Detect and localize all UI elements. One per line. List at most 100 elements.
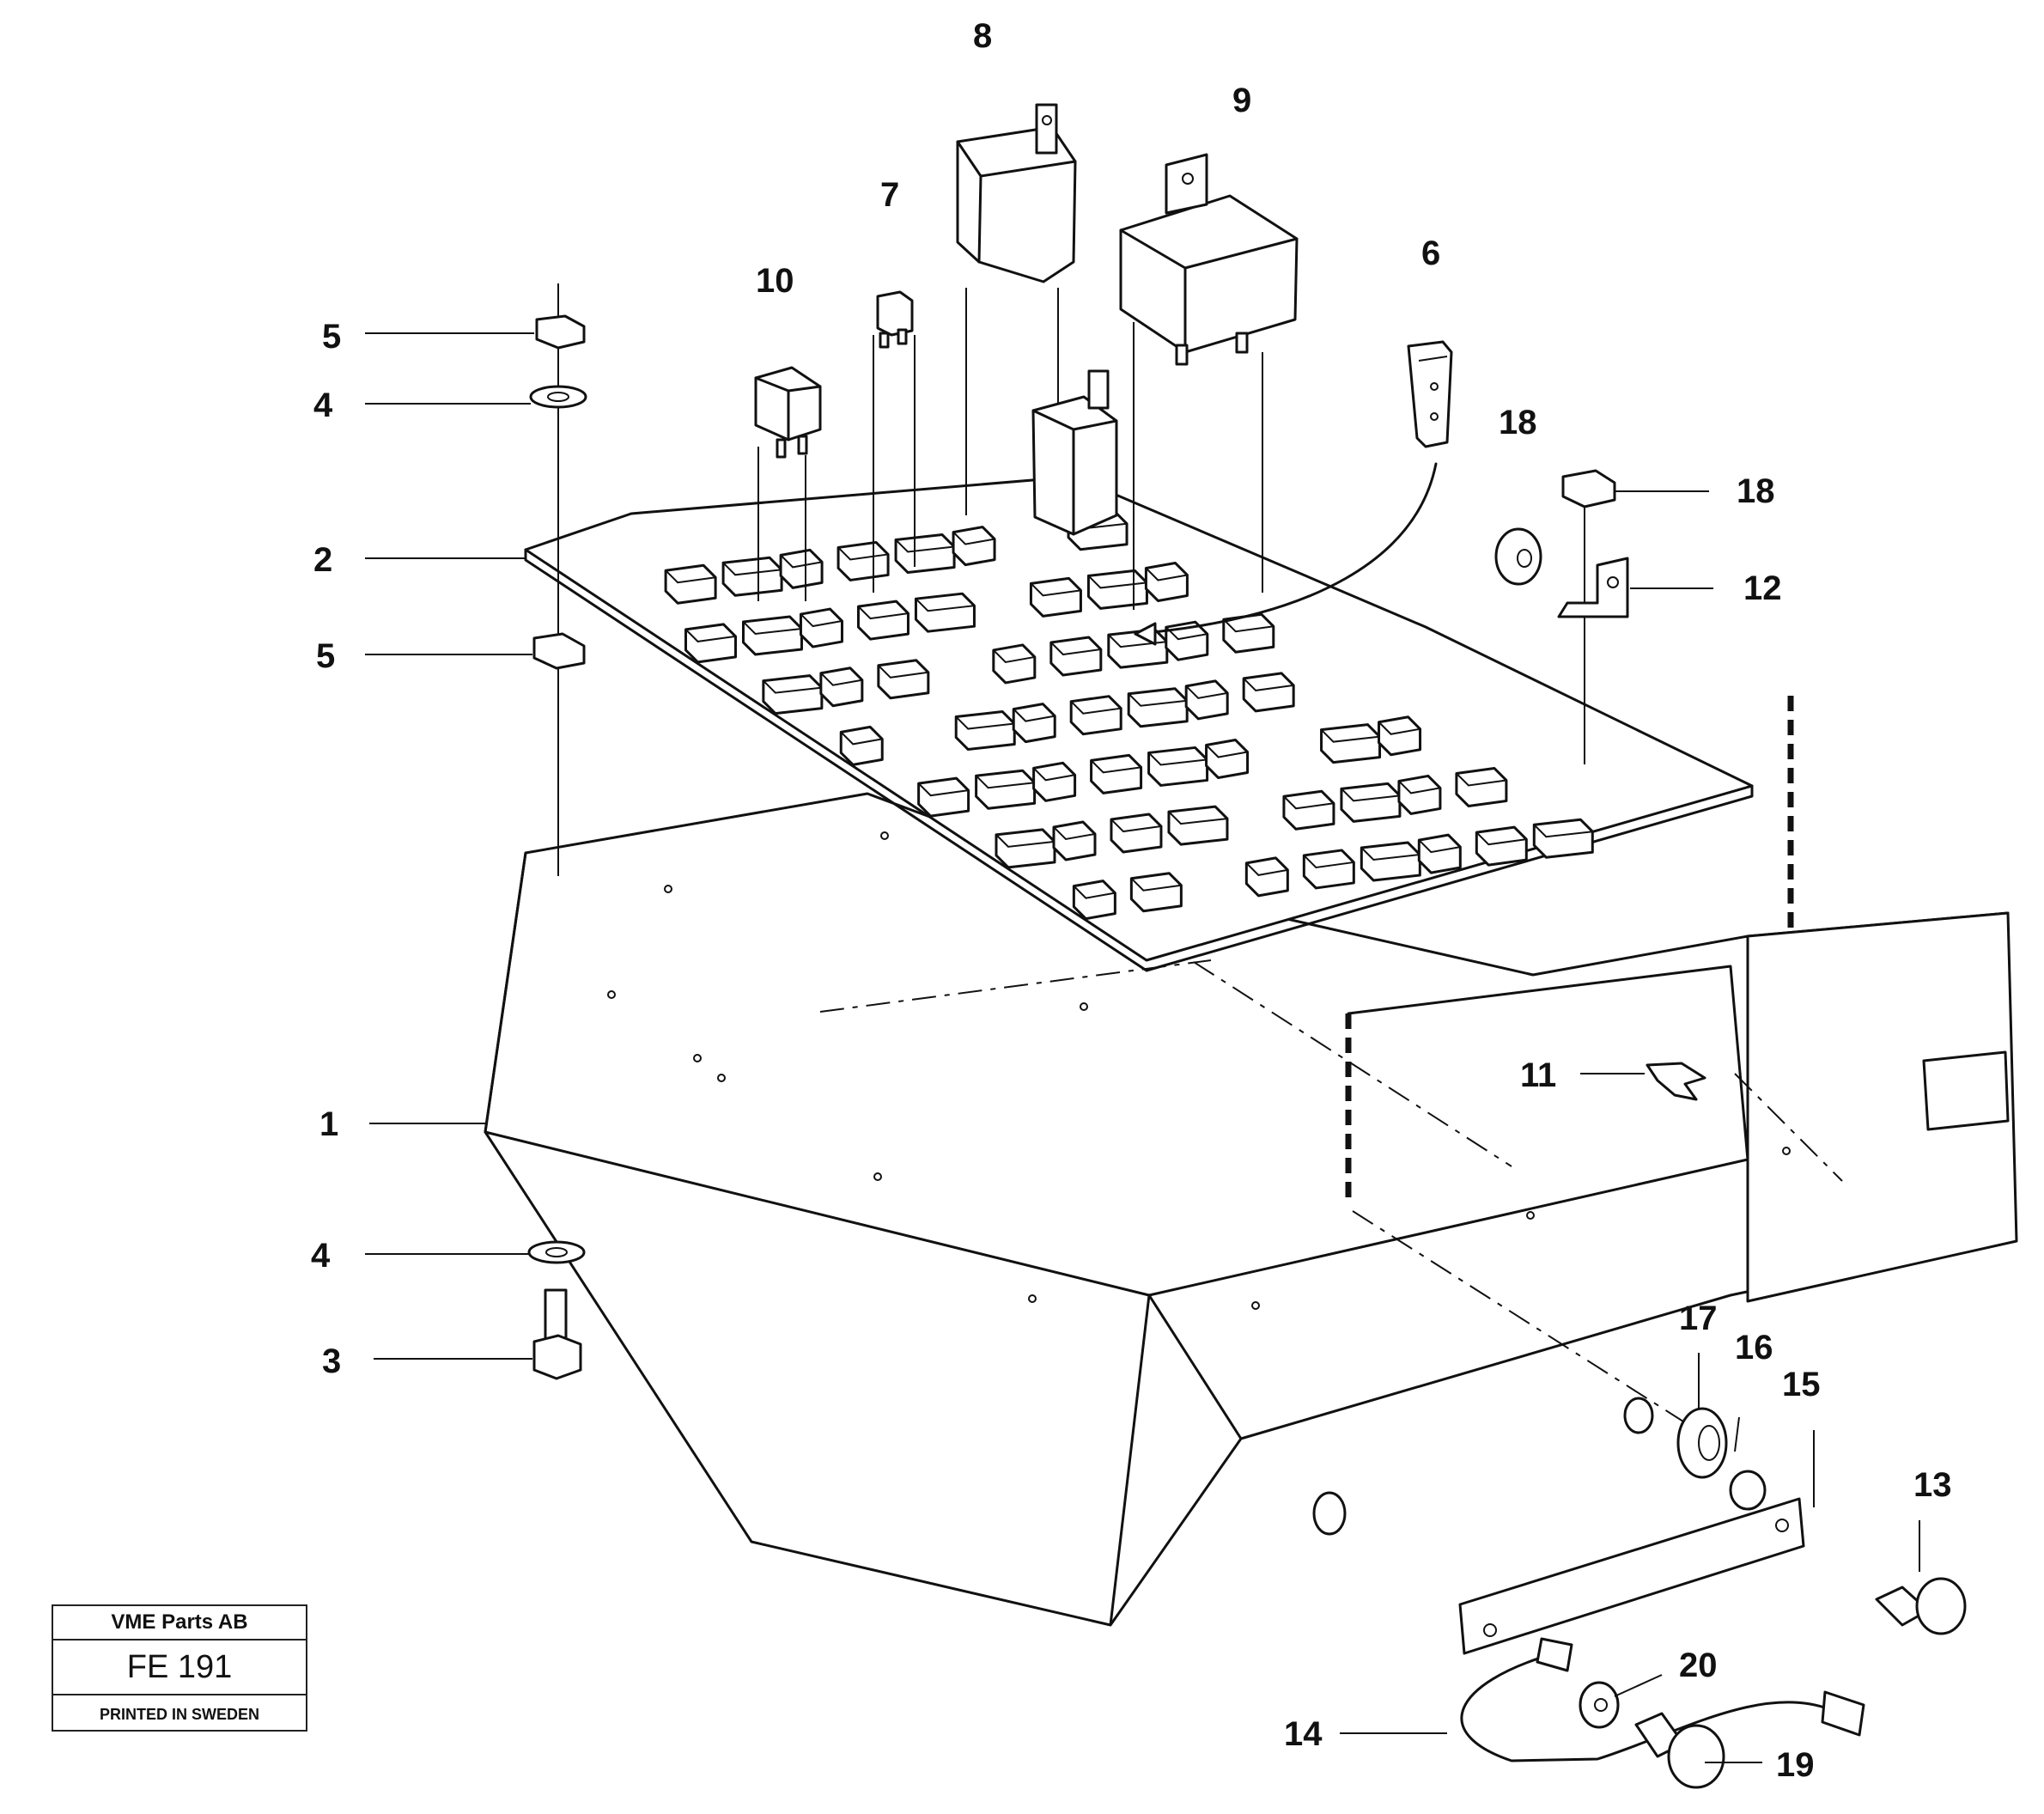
board-component-edge	[1185, 685, 1228, 699]
board-component-edge	[975, 775, 1035, 789]
board-component-edge	[1013, 708, 1055, 722]
board-component-edge	[1145, 567, 1188, 581]
callout-18-right: 18	[1737, 472, 1775, 510]
bolt-19	[1634, 1712, 1725, 1789]
board-component	[1417, 833, 1462, 874]
board-component	[1086, 569, 1148, 610]
board-component-edge	[895, 539, 955, 553]
callout-3: 3	[322, 1342, 341, 1380]
board-component	[1532, 818, 1594, 859]
board-component-edge	[1398, 780, 1441, 794]
washer-4-top	[529, 385, 587, 409]
board-component-edge	[1320, 728, 1380, 743]
board-component	[1244, 856, 1289, 898]
board-component-edge	[1418, 839, 1461, 854]
callout-5-bottom: 5	[316, 637, 335, 675]
board-component	[762, 674, 824, 715]
leader-lines	[365, 332, 1920, 1763]
callout-7: 7	[880, 176, 899, 214]
board-component-edge	[837, 546, 889, 561]
board-component-edge	[742, 621, 802, 636]
board-component	[1049, 636, 1103, 677]
nut-5-bottom	[532, 632, 586, 670]
board-component	[914, 592, 976, 633]
fuse-6	[1407, 340, 1453, 448]
board-component	[1302, 849, 1355, 890]
board-component	[819, 667, 864, 708]
board-component	[1129, 872, 1183, 913]
board-component	[1012, 703, 1056, 744]
board-component	[1320, 723, 1382, 764]
board-component	[1069, 695, 1122, 736]
board-component-edge	[1245, 862, 1288, 876]
board-component	[1222, 612, 1275, 654]
board-component	[856, 600, 909, 641]
board-component	[877, 659, 930, 700]
board-component	[1282, 789, 1335, 831]
bolt-13	[1875, 1577, 1967, 1635]
board-component	[1184, 679, 1229, 721]
board-component	[839, 725, 884, 766]
board-component	[1205, 739, 1250, 780]
board-component-edge	[1303, 855, 1354, 868]
board-component-edge	[840, 731, 883, 746]
board-component	[995, 828, 1056, 869]
board-component	[721, 556, 783, 597]
relay-10	[754, 366, 822, 459]
callout-12: 12	[1743, 569, 1782, 607]
circuit-board	[524, 283, 1754, 972]
callout-2: 2	[313, 541, 332, 579]
board-component-edge	[1053, 826, 1096, 841]
callout-17: 17	[1679, 1300, 1718, 1337]
board-component-edge	[763, 679, 822, 694]
board-component	[952, 526, 996, 567]
board-component	[1032, 761, 1077, 802]
board-component	[1475, 825, 1528, 867]
relay-9	[1119, 153, 1299, 366]
board-component-edge	[722, 562, 782, 576]
stamp-printed: PRINTED IN SWEDEN	[99, 1706, 259, 1723]
callout-6: 6	[1421, 234, 1440, 272]
callout-18-left: 18	[1499, 404, 1537, 441]
board-component-edge	[915, 598, 975, 612]
board-component-edge	[1032, 767, 1075, 782]
board-component	[1455, 766, 1508, 807]
stamp-company: VME Parts AB	[53, 1606, 306, 1641]
board-component	[1110, 813, 1163, 854]
washer-20	[1579, 1681, 1620, 1729]
board-component	[1144, 561, 1189, 602]
board-component	[779, 548, 824, 589]
nut-5-top	[535, 314, 586, 350]
board-component	[992, 643, 1037, 685]
board-component	[684, 623, 737, 664]
board-component	[975, 769, 1037, 810]
callout-4-top: 4	[313, 387, 333, 424]
callout-15: 15	[1782, 1366, 1821, 1403]
board-component	[917, 776, 970, 818]
callout-20: 20	[1679, 1647, 1718, 1684]
board-component-edge	[1456, 772, 1507, 787]
board-component	[1397, 774, 1442, 815]
clip-11	[1646, 1062, 1706, 1101]
board-component-edge	[1223, 618, 1274, 633]
title-stamp: VME Parts AB FE 191 PRINTED IN SWEDEN	[52, 1604, 307, 1732]
board-component	[836, 540, 890, 581]
fuse-7	[876, 290, 914, 349]
board-component-edge	[1147, 752, 1208, 766]
board-component	[1378, 715, 1422, 757]
callout-8: 8	[973, 17, 992, 55]
board-component	[799, 607, 843, 648]
board-component-edge	[1073, 885, 1116, 899]
callout-11: 11	[1520, 1056, 1556, 1094]
board-component-edge	[800, 613, 843, 628]
board-component-edge	[1283, 795, 1335, 810]
board-component-edge	[955, 715, 1015, 730]
callout-labels: 1 2 3 4 4 5 5 6 7 8 9 10 11 12 13 14 15 …	[311, 17, 1952, 1784]
callout-14: 14	[1284, 1715, 1323, 1753]
housing-box	[484, 696, 2018, 1627]
board-component	[894, 533, 956, 575]
board-component	[1242, 672, 1295, 713]
strip-15	[1458, 1497, 1805, 1655]
callout-16: 16	[1735, 1329, 1773, 1367]
nut-18-left	[1494, 527, 1542, 586]
